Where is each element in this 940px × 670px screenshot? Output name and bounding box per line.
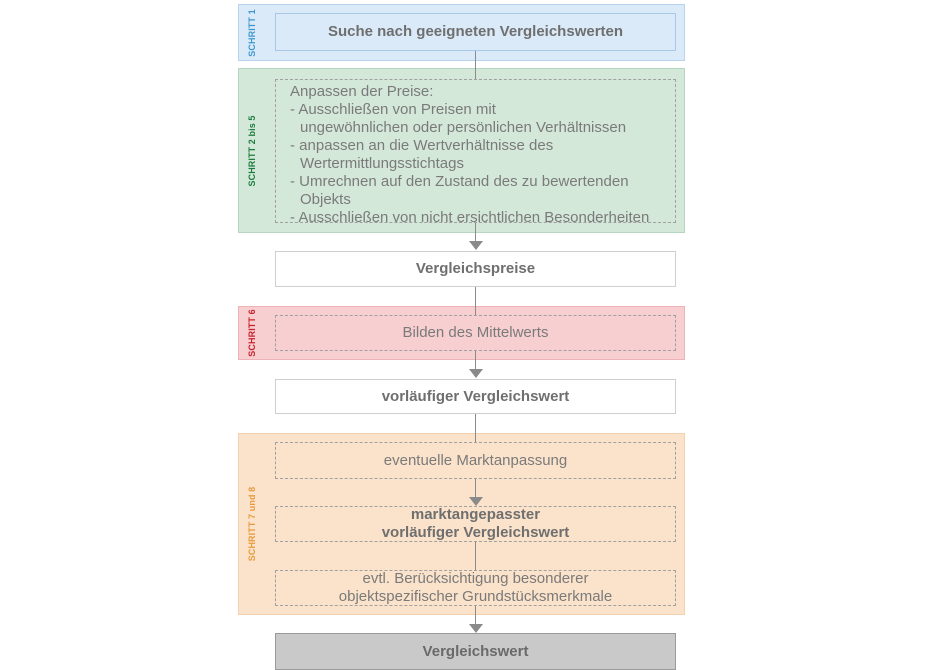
final-comparison-value-text: Vergleichswert [422,642,529,660]
price-adjustment-heading: Anpassen der Preise: [290,83,434,100]
market-adjustment-text: eventuelle Marktanpassung [383,451,568,469]
final-comparison-value-box: Vergleichswert [275,633,676,670]
comparison-prices-box: Vergleichspreise [275,251,676,287]
search-comparison-values-text: Suche nach geeigneten Vergleichswerten [327,23,624,40]
special-features-line-2: objektspezifischer Grundstücksmerkmale [338,588,613,605]
price-adjustment-item: - anpassen an die Wertverhältnisse des [290,137,554,154]
arrow-down-icon [469,624,483,633]
market-adjusted-value-box: marktangepasster vorläufiger Vergleichsw… [275,506,676,542]
price-adjustment-item: - Ausschließen von nicht ersichtlichen B… [290,209,650,226]
special-features-box: evtl. Berücksichtigung besonderer objekt… [275,570,676,606]
price-adjustment-item: - Umrechnen auf den Zustand des zu bewer… [290,173,629,190]
arrow-down-icon [469,241,483,250]
market-adjustment-box: eventuelle Marktanpassung [275,442,676,479]
price-adjustment-item: - Ausschließen von Preisen mit [290,101,496,118]
connector-6 [475,479,476,497]
market-adjusted-line-1: marktangepasster [410,506,541,523]
connector-5 [475,414,476,442]
arrow-down-icon [469,497,483,506]
special-features-text: evtl. Berücksichtigung besonderer objekt… [339,570,612,606]
preliminary-comparison-value-box: vorläufiger Vergleichswert [275,379,676,414]
price-adjustment-box: Anpassen der Preise: - Ausschließen von … [275,79,676,226]
step-2-5-label: SCHRITT 2 bis 5 [247,114,257,187]
connector-4 [475,351,476,369]
market-adjusted-line-2: vorläufiger Vergleichswert [381,524,570,541]
step-1-label: SCHRITT 1 [247,8,257,57]
price-adjustment-item: ungewöhnlichen oder persönlichen Verhält… [300,119,627,136]
market-adjusted-value-text: marktangepasster vorläufiger Vergleichsw… [382,506,570,542]
price-adjustment-item: Wertermittlungsstichtags [300,155,464,172]
connector-8 [475,606,476,625]
step-7-8-band: SCHRITT 7 und 8 [238,433,685,615]
arrow-down-icon [469,369,483,378]
connector-7 [475,542,476,570]
mean-value-text: Bilden des Mittelwerts [402,324,549,341]
search-comparison-values-box: Suche nach geeigneten Vergleichswerten [275,13,676,51]
connector-2 [475,223,476,241]
price-adjustment-item: Objekts [300,191,351,208]
price-adjustment-text: Anpassen der Preise: - Ausschließen von … [290,83,649,227]
mean-value-box: Bilden des Mittelwerts [275,315,676,351]
step-7-8-label: SCHRITT 7 und 8 [247,486,257,562]
step-2-5-band: SCHRITT 2 bis 5 [238,68,685,233]
comparison-prices-text: Vergleichspreise [415,260,536,277]
step-6-label: SCHRITT 6 [247,309,257,357]
connector-3 [475,287,476,315]
preliminary-comparison-value-text: vorläufiger Vergleichswert [381,387,570,405]
connector-1 [475,51,476,79]
special-features-line-1: evtl. Berücksichtigung besonderer [362,570,589,587]
